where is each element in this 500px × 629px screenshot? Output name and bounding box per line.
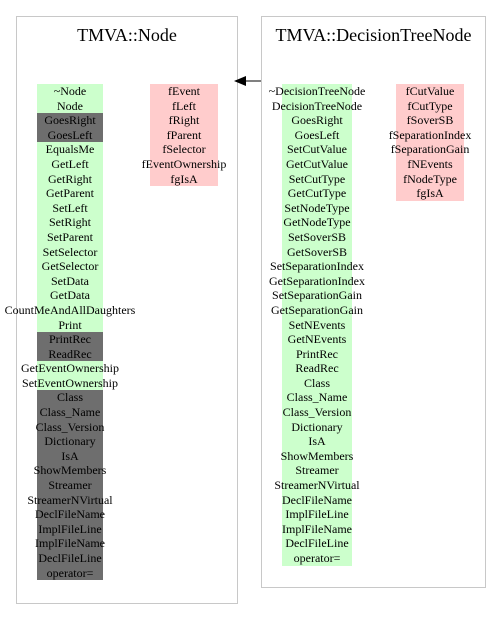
node-member-item[interactable]: fEvent — [150, 84, 218, 99]
node-method-item[interactable]: GoesLeft — [37, 127, 103, 143]
node-method-item[interactable]: SetParent — [37, 229, 103, 245]
node-method-item[interactable]: ~Node — [37, 84, 103, 99]
node-method-item[interactable]: Class — [37, 390, 103, 406]
decision-tree-node-method-item[interactable]: GoesRight — [282, 113, 352, 128]
decision-tree-node-method-item[interactable]: GetCutValue — [282, 156, 352, 172]
node-method-item[interactable]: GetRight — [37, 171, 103, 187]
decision-tree-node-method-item[interactable]: Class_Name — [282, 390, 352, 406]
node-method-item[interactable]: EqualsMe — [37, 142, 103, 157]
decision-tree-node-method-item[interactable]: ImplFileLine — [282, 507, 352, 522]
decision-tree-node-method-item[interactable]: GetNEvents — [282, 332, 352, 347]
node-method-item[interactable]: DeclFileName — [35, 507, 105, 522]
node-method-item[interactable]: PrintRec — [37, 332, 103, 347]
decision-tree-node-member-item[interactable]: fSeparationGain — [390, 142, 470, 157]
node-method-item[interactable]: Class_Name — [37, 405, 103, 420]
node-method-item[interactable]: SetData — [37, 273, 103, 289]
node-method-item[interactable]: ImplFileLine — [37, 521, 103, 537]
node-member-item[interactable]: fRight — [150, 113, 218, 128]
inheritance-arrow — [234, 76, 262, 86]
decision-tree-node-member-item[interactable]: fSeparationIndex — [388, 127, 472, 143]
decision-tree-node-member-item[interactable]: fNodeType — [396, 171, 464, 187]
decision-tree-node-method-item[interactable]: GetNodeType — [282, 215, 352, 230]
decision-tree-node-method-item[interactable]: SetNodeType — [282, 200, 352, 216]
decision-tree-node-method-item[interactable]: SetNEvents — [282, 317, 352, 333]
decision-tree-node-method-item[interactable]: SetSeparationIndex — [270, 259, 364, 274]
decision-tree-node-method-item[interactable]: GetSoverSB — [282, 244, 352, 260]
node-method-item[interactable]: Node — [37, 98, 103, 114]
decision-tree-node-method-item[interactable]: Dictionary — [282, 419, 352, 435]
node-method-item[interactable]: Print — [37, 317, 103, 333]
node-method-item[interactable]: SetLeft — [37, 200, 103, 216]
node-class-title: TMVA::Node — [77, 25, 177, 45]
decision-tree-node-method-item[interactable]: DeclFileLine — [282, 536, 352, 551]
decision-tree-node-method-item[interactable]: DeclFileName — [282, 492, 352, 508]
node-method-item[interactable]: CountMeAndAllDaughters — [4, 302, 136, 318]
node-method-item[interactable]: ReadRec — [37, 346, 103, 362]
node-method-item[interactable]: GetSelector — [37, 259, 103, 274]
decision-tree-node-class-box: TMVA::DecisionTreeNode ~DecisionTreeNode… — [261, 16, 486, 588]
node-member-item[interactable]: fgIsA — [150, 171, 218, 187]
decision-tree-node-method-item[interactable]: DecisionTreeNode — [271, 98, 363, 114]
node-method-item[interactable]: Class_Version — [35, 419, 105, 435]
decision-tree-node-method-item[interactable]: IsA — [282, 434, 352, 449]
node-method-item[interactable]: SetRight — [37, 215, 103, 230]
node-method-item[interactable]: DeclFileLine — [37, 551, 103, 566]
node-method-item[interactable]: Dictionary — [37, 434, 103, 449]
node-member-item[interactable]: fLeft — [150, 98, 218, 114]
decision-tree-node-method-item[interactable]: GoesLeft — [282, 127, 352, 143]
node-method-item[interactable]: GetLeft — [37, 156, 103, 172]
decision-tree-node-method-item[interactable]: Class_Version — [282, 405, 352, 420]
node-member-item[interactable]: fSelector — [150, 142, 218, 157]
decision-tree-node-method-item[interactable]: ShowMembers — [280, 448, 354, 464]
decision-tree-node-method-item[interactable]: ReadRec — [282, 361, 352, 376]
decision-tree-node-method-item[interactable]: operator= — [282, 551, 352, 566]
node-method-item[interactable]: ImplFileName — [35, 536, 105, 551]
node-method-item[interactable]: GetData — [37, 288, 103, 303]
decision-tree-node-member-item[interactable]: fCutType — [396, 98, 464, 114]
decision-tree-node-method-item[interactable]: Streamer — [282, 463, 352, 479]
decision-tree-node-method-item[interactable]: GetCutType — [282, 186, 352, 201]
node-member-item[interactable]: fParent — [150, 127, 218, 143]
node-method-item[interactable]: GetParent — [37, 186, 103, 201]
node-method-item[interactable]: StreamerNVirtual — [27, 492, 113, 508]
node-method-item[interactable]: Streamer — [37, 478, 103, 493]
decision-tree-node-method-item[interactable]: ~DecisionTreeNode — [268, 84, 366, 99]
decision-tree-node-method-item[interactable]: StreamerNVirtual — [274, 478, 360, 493]
decision-tree-node-method-item[interactable]: GetSeparationGain — [271, 302, 363, 318]
decision-tree-node-method-item[interactable]: Class — [282, 375, 352, 391]
node-method-item[interactable]: IsA — [37, 448, 103, 464]
decision-tree-node-member-item[interactable]: fSoverSB — [396, 113, 464, 128]
decision-tree-node-method-item[interactable]: GetSeparationIndex — [269, 273, 365, 289]
node-method-item[interactable]: SetSelector — [37, 244, 103, 260]
decision-tree-node-class-title: TMVA::DecisionTreeNode — [275, 25, 472, 45]
decision-tree-node-method-item[interactable]: SetSeparationGain — [272, 288, 362, 303]
node-method-item[interactable]: GetEventOwnership — [21, 361, 119, 376]
node-member-item[interactable]: fEventOwnership — [141, 156, 227, 172]
decision-tree-node-method-item[interactable]: ImplFileName — [282, 521, 352, 537]
decision-tree-node-method-item[interactable]: SetCutValue — [282, 142, 352, 157]
decision-tree-node-method-item[interactable]: PrintRec — [282, 346, 352, 362]
node-method-item[interactable]: GoesRight — [37, 113, 103, 128]
node-method-item[interactable]: SetEventOwnership — [22, 375, 118, 391]
decision-tree-node-method-item[interactable]: SetCutType — [282, 171, 352, 187]
decision-tree-node-member-item[interactable]: fgIsA — [396, 186, 464, 201]
node-method-item[interactable]: ShowMembers — [33, 463, 107, 479]
decision-tree-node-member-item[interactable]: fCutValue — [396, 84, 464, 99]
decision-tree-node-method-item[interactable]: SetSoverSB — [282, 229, 352, 245]
node-method-item[interactable]: operator= — [37, 565, 103, 581]
decision-tree-node-member-item[interactable]: fNEvents — [396, 156, 464, 172]
